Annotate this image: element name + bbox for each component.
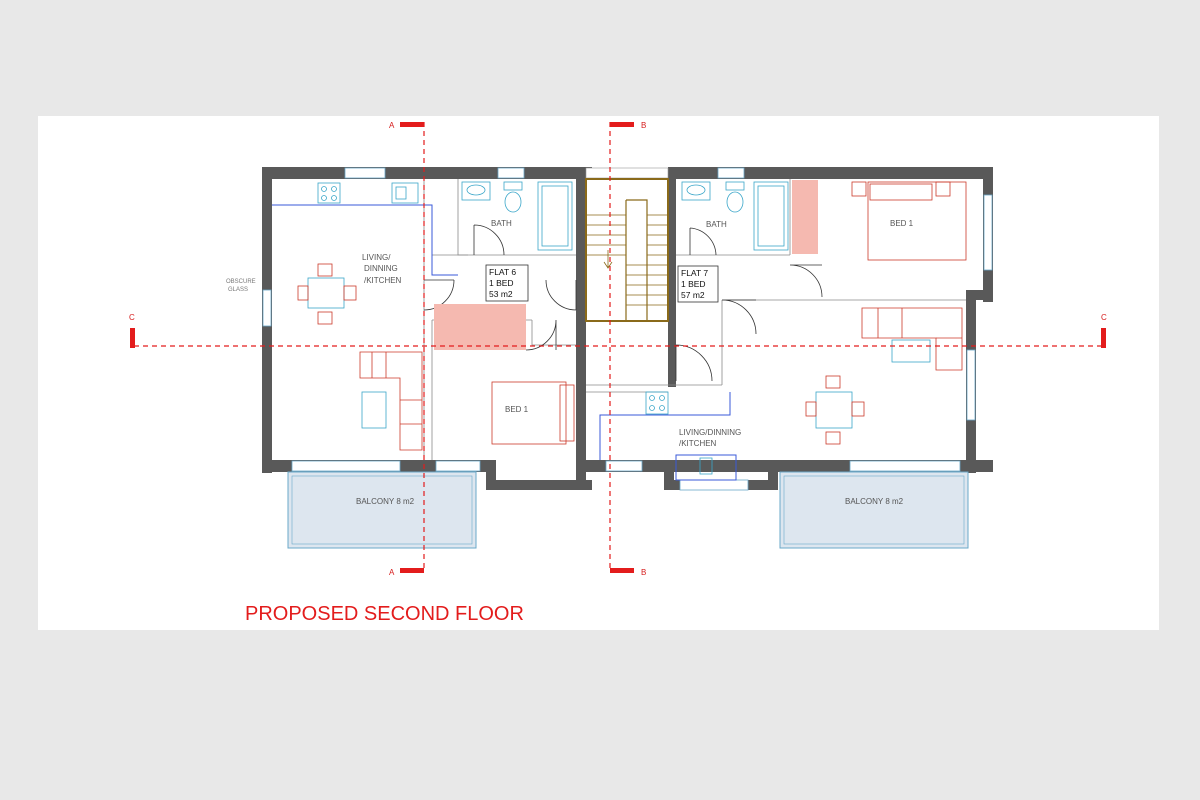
flat6-label-box [485,264,529,302]
partitions [423,179,966,460]
walls [262,167,993,490]
room-label-bed-right: BED 1 [890,219,914,228]
room-label-bath-right: BATH [706,220,727,229]
note-glass: GLASS [228,287,248,293]
flat6-area: 53 m2 [489,289,513,299]
flat7-area: 57 m2 [681,290,705,300]
windows [262,167,993,491]
flat6-beds: 1 BED [489,278,514,288]
room-label-balcony-left: BALCONY 8 m2 [356,497,415,506]
room-label-living-left-3: /KITCHEN [364,276,402,285]
note-obscure: OBSCURE [226,279,256,285]
room-label-living-left-2: DINNING [364,264,398,273]
balconies [287,471,969,549]
room-label-living-right-1: LIVING/DINNING [679,428,741,437]
drawing-title: PROPOSED SECOND FLOOR [245,603,524,625]
room-label-bath-left: BATH [491,219,512,228]
sanitary-fittings [461,181,789,251]
flat7-name: FLAT 7 [681,268,708,278]
section-a-top: A [389,121,395,130]
room-label-living-right-2: /KITCHEN [679,439,717,448]
doors [423,224,823,382]
flat6-name: FLAT 6 [489,267,516,277]
section-c-left: C [129,313,135,322]
section-b-bottom: B [641,568,646,577]
room-label-living-left-1: LIVING/ [362,253,391,262]
room-label-bed-left: BED 1 [505,405,529,414]
section-b-top: B [641,121,646,130]
room-label-balcony-right: BALCONY 8 m2 [845,497,904,506]
stair-core [585,178,669,322]
flat7-label-box [677,265,719,303]
drawing-sheet: FLAT 6 1 BED 53 m2 FLAT 7 1 BED 57 m2 LI… [38,116,1159,630]
kitchen-units [272,182,737,481]
floor-plan: FLAT 6 1 BED 53 m2 FLAT 7 1 BED 57 m2 LI… [129,121,1107,625]
section-a-bottom: A [389,568,395,577]
furniture [297,180,967,451]
flat7-beds: 1 BED [681,279,706,289]
section-c-right: C [1101,313,1107,322]
section-markers [130,122,1106,573]
